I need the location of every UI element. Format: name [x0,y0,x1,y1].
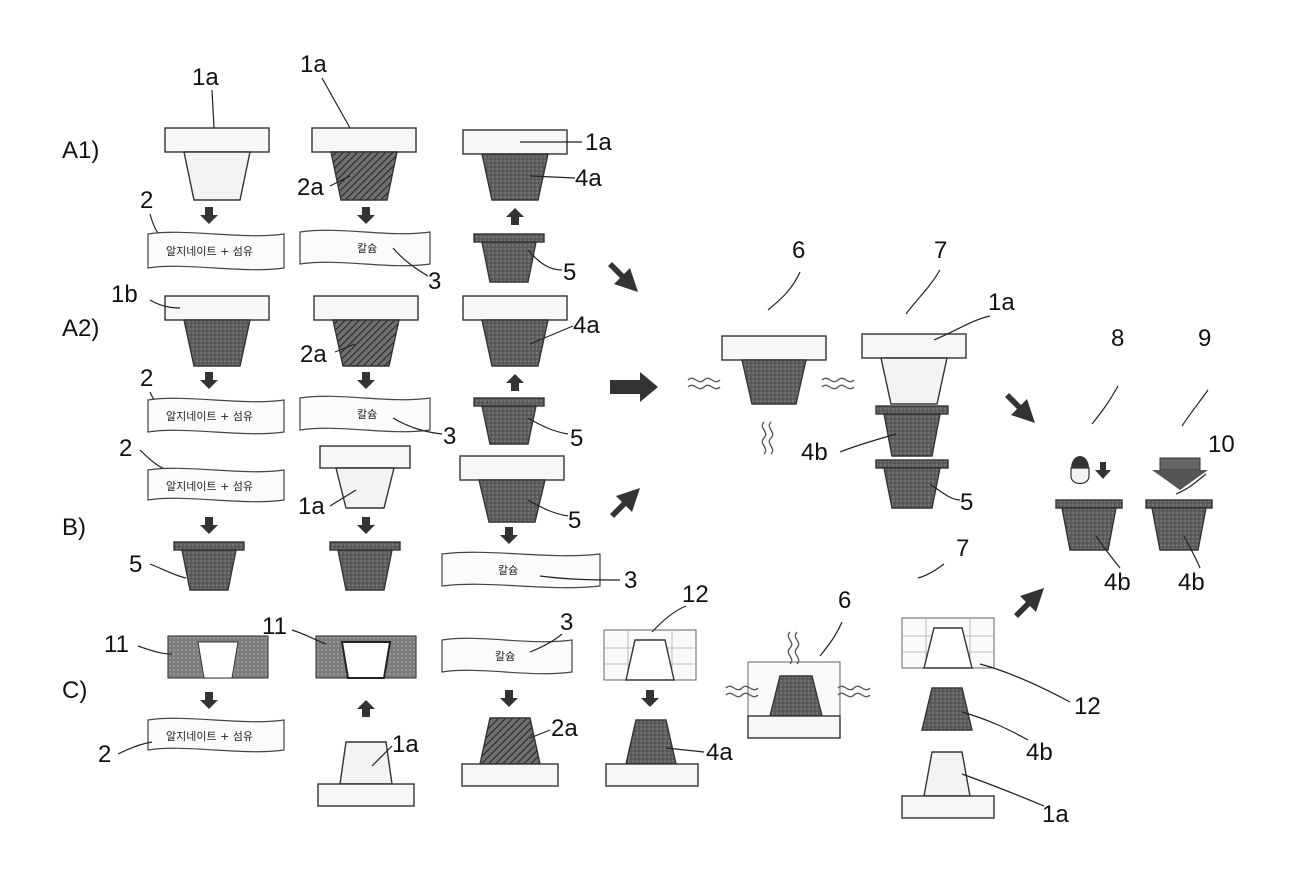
label-5-a1: 5 [563,259,576,286]
arrow-diagonal-7-to-8 [1005,393,1035,423]
label-4a-a2: 4a [573,312,600,339]
down-arrow-icon [357,207,375,224]
sheet-text-calcium-c: 칼슘 [495,650,515,663]
sheet-text-alginate-a1: 알지네이트 + 섬유 [166,244,253,258]
label-1a-a1-col3: 1a [585,129,612,156]
arrow-diagonal-c-to-8 [1014,588,1044,618]
label-4b-c: 4b [1026,739,1053,766]
mould-2a-c [462,718,558,786]
arrow-right-a2 [610,372,658,402]
label-9: 9 [1198,325,1211,352]
down-arrow-icon [1095,462,1111,479]
press-arrow-icon [1152,458,1208,490]
label-5-7: 5 [960,489,973,516]
stack-7-top [862,334,966,508]
label-5-a2: 5 [570,425,583,452]
label-1a-a1-col1: 1a [192,64,219,91]
label-1a-a1-col2: 1a [300,51,327,78]
up-arrow-icon [506,208,524,225]
label-1a-7: 1a [988,289,1015,316]
label-8: 8 [1111,325,1124,352]
mould-12-c [604,630,696,680]
cup-4b-9 [1146,500,1212,550]
down-arrow-icon [500,527,518,544]
cup-4b-8 [1056,500,1122,550]
down-arrow-icon [200,692,218,709]
label-5-b-col3: 5 [568,507,581,534]
label-4a-c: 4a [706,739,733,766]
label-3-a2: 3 [443,423,456,450]
mould-1b-a2 [165,296,269,366]
label-1a-c-col7: 1a [1042,801,1069,828]
mould-5-b [460,456,564,522]
sheet-text-calcium-b: 칼슘 [498,564,518,577]
row-label-a1: A1) [62,137,99,164]
mould-6-c [748,662,840,738]
label-10: 10 [1208,431,1235,458]
mould-11-c-col2 [316,636,416,678]
down-arrow-icon [357,372,375,389]
capsule-icon [1071,456,1089,484]
label-5-b: 5 [129,551,142,578]
down-arrow-icon [200,517,218,534]
label-11-c-col1: 11 [104,631,129,658]
up-arrow-icon [506,374,524,391]
label-3-c: 3 [560,609,573,636]
sheet-calcium-b [442,552,600,587]
sheet-text-calcium-a1: 칼슘 [357,242,377,255]
arrow-diagonal-b [610,488,640,518]
mould-1a-b [320,446,410,508]
label-6-top: 6 [792,237,805,264]
sheet-text-calcium-a2: 칼슘 [357,408,377,421]
sheet-text-alginate-c: 알지네이트 + 섬유 [166,729,253,743]
mould-6 [722,336,826,404]
down-arrow-icon [641,690,659,707]
down-arrow-icon [200,372,218,389]
mould-4a-a2 [463,296,567,366]
label-12-c-col7: 12 [1074,693,1101,720]
up-arrow-icon [357,700,375,717]
mould-2a-a2 [314,296,418,366]
label-4a-a1: 4a [575,165,602,192]
label-2-b: 2 [119,435,132,462]
label-2a-c: 2a [551,715,578,742]
label-7-c: 7 [956,535,969,562]
cup-5-a1 [474,234,544,282]
sheet-text-alginate-b: 알지네이트 + 섬유 [166,479,253,493]
down-arrow-icon [500,690,518,707]
arrow-diagonal-a1 [608,262,638,292]
label-2-a1: 2 [140,187,153,214]
sheet-text-alginate-a2: 알지네이트 + 섬유 [166,409,253,423]
down-arrow-icon [357,517,375,534]
label-7-top: 7 [934,237,947,264]
row-label-a2: A2) [62,315,99,342]
mould-11-c-col1 [168,636,268,678]
cup-5-b-col1 [174,542,244,590]
label-12-c-col4: 12 [682,581,709,608]
label-3-b: 3 [624,567,637,594]
label-1a-c-bottom: 1a [392,731,419,758]
label-6-c: 6 [838,587,851,614]
label-11-c-col2: 11 [262,613,287,640]
label-1a-b: 1a [298,493,325,520]
cup-b-col2 [330,542,400,590]
mould-1a-a1-col1 [165,128,269,200]
label-2-a2: 2 [140,365,153,392]
label-2-c: 2 [98,741,111,768]
row-label-b: B) [62,514,86,541]
label-2a-a1: 2a [297,174,324,201]
mould-4a-c [606,720,698,786]
mould-1a-2a-a1 [312,128,416,200]
row-label-c: C) [62,677,87,704]
down-arrow-icon [200,207,218,224]
label-2a-a2: 2a [300,341,327,368]
label-4b-9: 4b [1178,569,1205,596]
label-4b-7: 4b [801,439,828,466]
mould-1a-4a-a1 [463,130,567,200]
label-3-a1: 3 [428,268,441,295]
label-4b-8: 4b [1104,569,1131,596]
label-1b: 1b [111,281,138,308]
